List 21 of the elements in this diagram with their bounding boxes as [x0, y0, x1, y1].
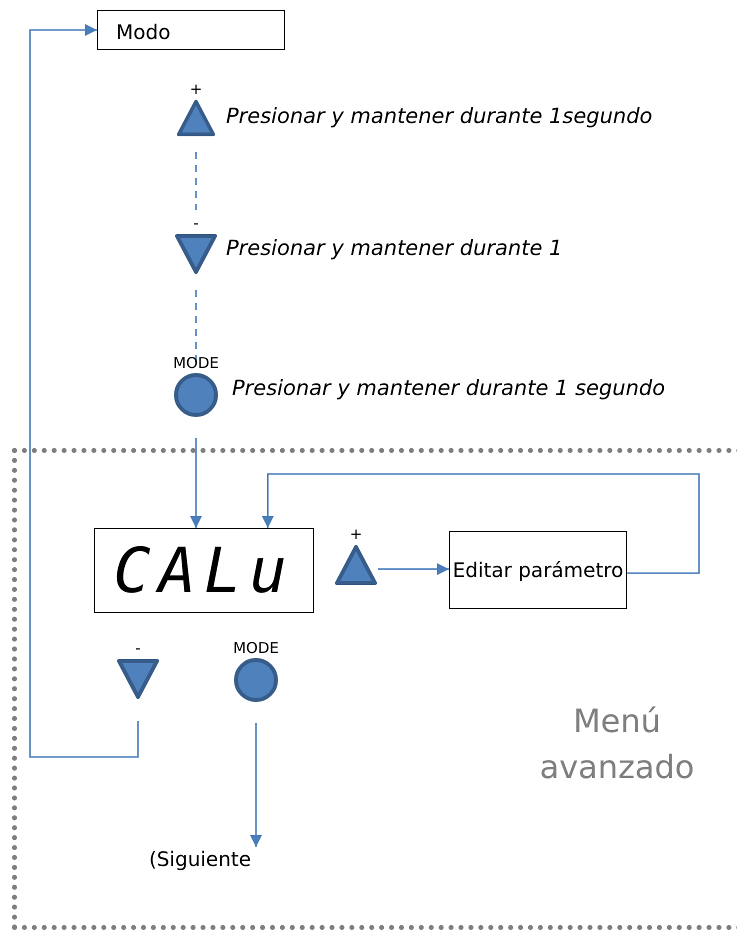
step-text: (Siguiente — [125, 847, 275, 877]
arrow — [262, 473, 700, 574]
arrow — [190, 438, 202, 528]
button-label: MODE — [233, 639, 279, 657]
instruction-text: Presionar y mantener durante 1segundo — [226, 104, 652, 128]
plus-sign: + — [350, 525, 362, 543]
region-title: Menú avanzado — [538, 701, 696, 788]
instruction-text: Presionar y mantener durante 1 segundo — [232, 376, 666, 400]
lcd-display: CALu — [94, 528, 314, 613]
arrow — [378, 563, 449, 576]
instruction-text: Presionar y mantener durante 1 — [226, 236, 562, 260]
menu-region — [12, 448, 737, 930]
arrow — [29, 24, 139, 758]
arrow — [250, 723, 262, 847]
process-box: Editar parámetro — [449, 531, 627, 609]
minus-sign: - — [135, 639, 141, 657]
minus-sign: - — [193, 214, 199, 232]
plus-sign: + — [190, 80, 202, 98]
mode-box: Modo — [97, 10, 285, 50]
connector-line — [195, 152, 197, 210]
button-label: MODE — [173, 354, 219, 372]
